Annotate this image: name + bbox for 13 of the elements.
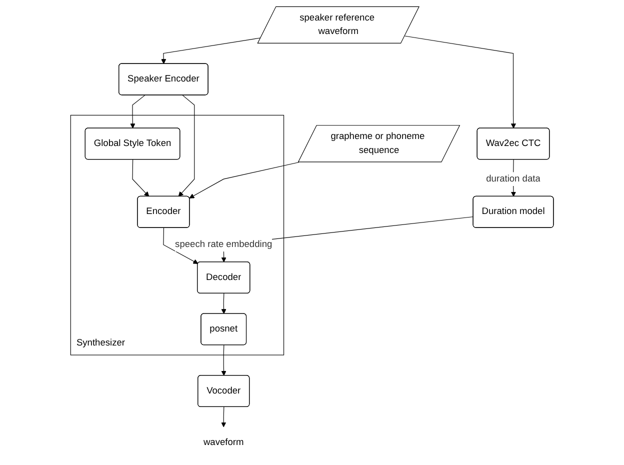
arrow: [189, 162, 300, 198]
edge-label: speech rate embedding: [175, 239, 272, 250]
arrow: [221, 406, 226, 428]
arrow: [404, 36, 516, 129]
arrow: [132, 159, 150, 197]
arrow: [163, 228, 198, 264]
arrow: [161, 38, 261, 64]
arrow: [221, 344, 226, 376]
arrow: [221, 293, 226, 314]
arrow: [130, 94, 146, 129]
arrow: [178, 94, 195, 197]
edge-label: duration data: [486, 174, 540, 184]
node-text: waveform: [203, 437, 244, 448]
